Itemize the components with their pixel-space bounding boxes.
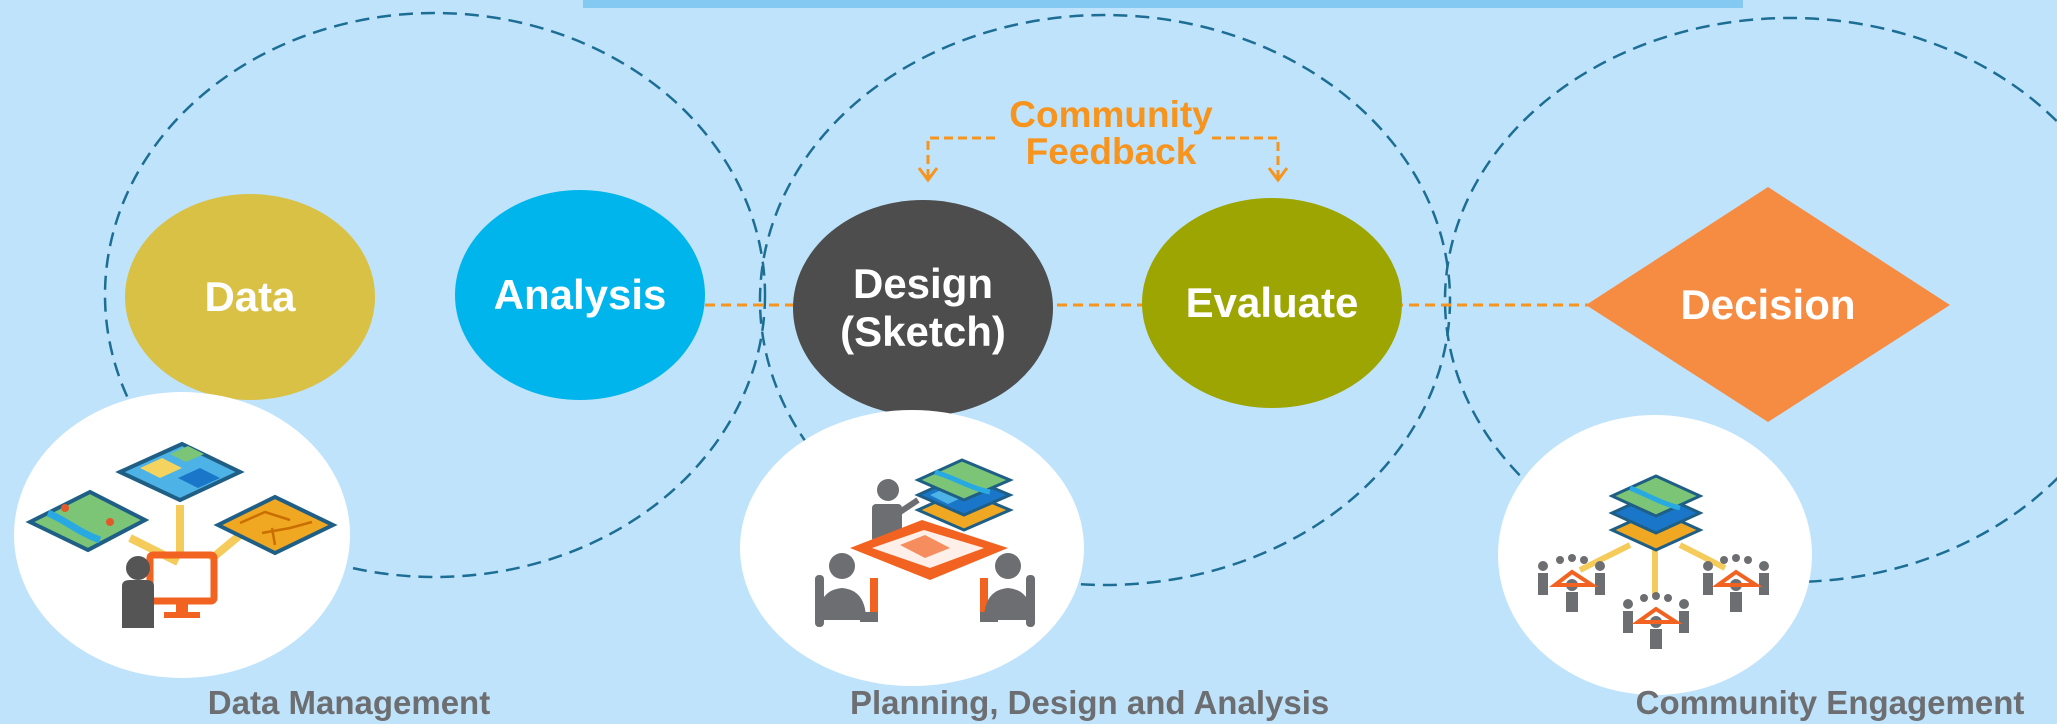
node-analysis-shape <box>455 190 705 400</box>
node-design-label-line1: Design <box>852 260 994 307</box>
node-design-label-line2: (Sketch) <box>840 308 1006 355</box>
planning-table-icon <box>815 458 1035 627</box>
community-groups-icon <box>1538 474 1769 649</box>
node-data-shape <box>125 194 375 400</box>
node-decision-label: Decision <box>1680 281 1856 328</box>
node-data-label: Data <box>204 273 296 320</box>
feedback-arrow-right-head <box>1267 167 1289 183</box>
node-analysis-label: Analysis <box>493 271 667 318</box>
group-circle-data-management <box>103 11 767 579</box>
caption-planning: Planning, Design and Analysis <box>850 684 1330 721</box>
node-evaluate-label: Evaluate <box>1185 279 1359 326</box>
community-feedback-line2: Feedback <box>1025 131 1197 172</box>
community-feedback-label: Community Feedback <box>966 96 1256 170</box>
node-design-label: Design (Sketch) <box>793 248 1053 368</box>
group-circle-planning <box>758 13 1452 587</box>
data-layers-computer-icon <box>25 441 338 628</box>
feedback-arrow-right <box>1212 136 1280 178</box>
community-feedback-line1: Community <box>1009 94 1213 135</box>
node-decision-shape <box>1586 187 1950 422</box>
node-evaluate-shape <box>1142 198 1402 408</box>
top-banner-bar <box>583 0 1743 8</box>
feedback-arrow-left-head <box>917 167 939 183</box>
caption-community: Community Engagement <box>1635 684 2025 721</box>
feedback-arrow-left <box>926 136 995 178</box>
node-design-shape <box>793 200 1053 416</box>
caption-data-management: Data Management <box>207 684 491 721</box>
